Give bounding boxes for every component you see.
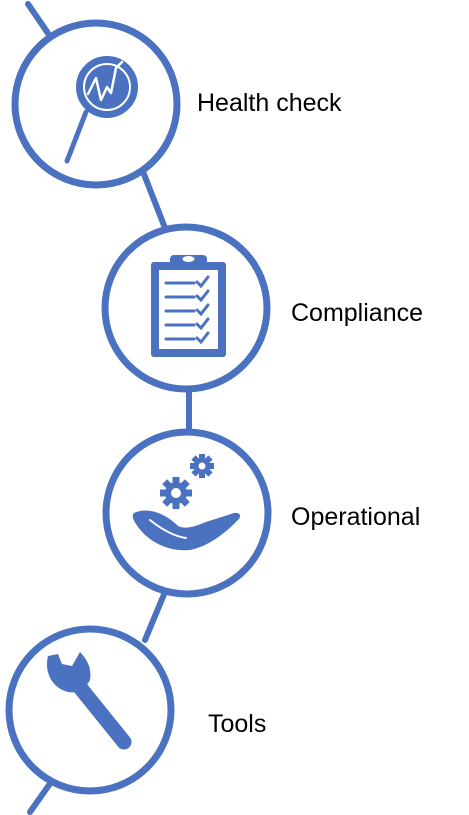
step-circle	[102, 428, 272, 598]
step-health-check	[11, 19, 181, 189]
step-label-health-check: Health check	[197, 89, 342, 117]
step-tools	[5, 625, 175, 795]
step-label-operational: Operational	[291, 503, 421, 531]
magnifier-heartbeat-icon	[64, 56, 138, 164]
connector-3-4	[142, 589, 168, 643]
connector-1-2	[137, 161, 168, 231]
step-compliance	[101, 223, 271, 393]
wrench-icon	[46, 652, 132, 750]
clipboard-checklist-icon	[151, 255, 226, 357]
hand-gears-icon	[132, 454, 241, 551]
step-operational	[102, 428, 272, 598]
step-label-compliance: Compliance	[291, 299, 424, 327]
step-label-tools: Tools	[208, 710, 267, 738]
